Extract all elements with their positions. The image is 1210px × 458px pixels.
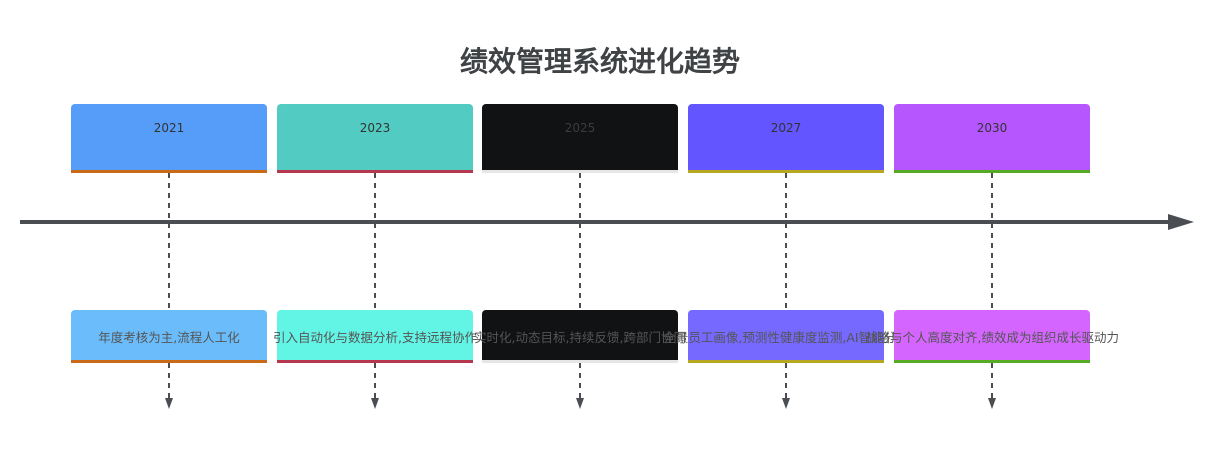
description-box-2025	[482, 310, 678, 363]
description-box-2030	[894, 310, 1090, 363]
connector-arrowhead	[988, 398, 996, 409]
connector-arrowhead	[782, 398, 790, 409]
year-box-2027: 2027	[688, 104, 884, 173]
page-title: 绩效管理系统进化趋势	[459, 45, 740, 78]
description-box-2021	[71, 310, 267, 363]
description-box-2023	[277, 310, 473, 363]
year-box-2030: 2030	[894, 104, 1090, 173]
connector-arrowhead	[576, 398, 584, 409]
description-text: 年度考核为主,流程人工化	[98, 330, 240, 345]
year-box-2021: 2021	[71, 104, 267, 173]
year-label: 2027	[770, 121, 802, 135]
year-label: 2025	[564, 121, 596, 135]
year-box-2025: 2025	[482, 104, 678, 173]
description-text: 全景员工画像,预测性健康度监测,AI智能分析	[663, 330, 909, 345]
year-label: 2021	[153, 121, 185, 135]
description-text: 引入自动化与数据分析,支持远程协作	[273, 330, 477, 345]
description-text: 实时化,动态目标,持续反馈,跨部门协同	[474, 330, 686, 345]
description-text: 战略与个人高度对齐,绩效成为组织成长驱动力	[865, 330, 1119, 345]
year-label: 2023	[359, 121, 391, 135]
description-box-2027	[688, 310, 884, 363]
connector-arrowhead	[371, 398, 379, 409]
year-box-2023: 2023	[277, 104, 473, 173]
year-label: 2030	[976, 121, 1008, 135]
timeline-arrowhead	[1168, 214, 1194, 230]
connector-arrowhead	[165, 398, 173, 409]
